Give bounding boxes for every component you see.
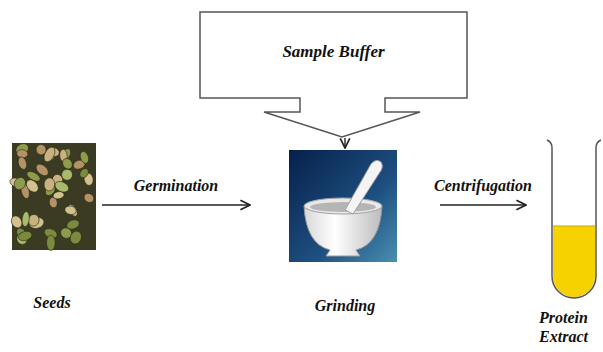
liquid-surface <box>553 226 595 227</box>
seed <box>17 156 29 171</box>
seed <box>12 175 28 191</box>
seed <box>46 235 55 250</box>
node-caption: Seeds <box>33 294 70 312</box>
tube-outline <box>547 140 601 298</box>
edge-label: Centrifugation <box>432 177 534 195</box>
box-title: Sample Buffer <box>200 42 467 62</box>
block-arrow-outline <box>200 12 467 138</box>
arrow-connector <box>102 204 250 205</box>
buffer-arrow-box: Sample Buffer <box>200 12 467 138</box>
edge-label: Germination <box>132 177 220 195</box>
node-caption: Protein Extract <box>529 309 598 346</box>
seed <box>82 192 95 205</box>
seed <box>35 144 46 156</box>
seed <box>68 229 83 246</box>
grinding-node: Grinding <box>250 148 440 315</box>
arrow-connector <box>344 138 345 148</box>
extract-node: Protein Extract <box>526 138 601 346</box>
node-caption: Grinding <box>315 297 375 315</box>
yellow-extract <box>553 226 595 297</box>
seed <box>21 211 30 227</box>
seeds-photo <box>9 141 96 250</box>
seed <box>53 179 70 194</box>
mortar-photo <box>289 150 397 262</box>
pestle <box>345 160 382 214</box>
seed <box>64 205 77 216</box>
mortar-ground <box>289 150 397 262</box>
test-tube <box>547 140 601 298</box>
seeds-node: Seeds <box>2 140 102 312</box>
seed <box>65 218 80 231</box>
seed <box>61 157 75 171</box>
seed <box>79 150 91 164</box>
seed <box>17 230 33 243</box>
mortar-rim <box>304 198 382 214</box>
seed <box>34 162 51 178</box>
seeds-ground <box>12 143 96 250</box>
arrow-connector <box>440 204 526 205</box>
block-arrow-shape <box>200 12 467 137</box>
seed <box>44 177 56 191</box>
mortar-hollow <box>310 202 376 212</box>
